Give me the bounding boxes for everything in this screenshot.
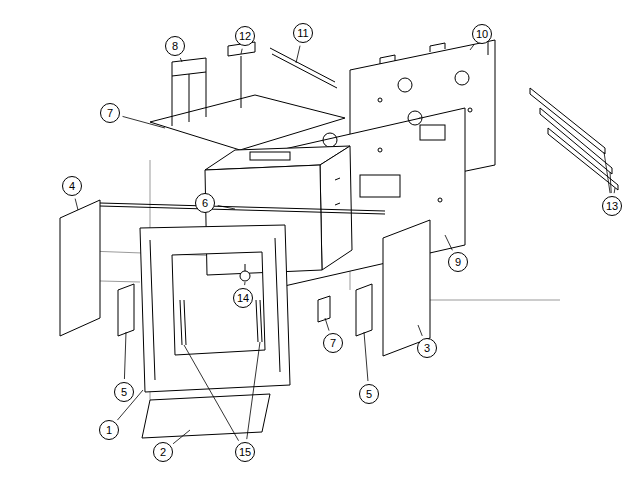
leader-line xyxy=(244,282,245,285)
oven-cavity xyxy=(335,203,340,205)
leader-line xyxy=(364,332,368,381)
callout-number: 7 xyxy=(100,103,120,123)
trim-strips xyxy=(548,128,618,190)
vent-cap xyxy=(241,56,242,108)
vent-duct xyxy=(172,58,206,126)
callout-number: 2 xyxy=(153,442,173,462)
rack-guides xyxy=(180,300,262,345)
callout-number: 5 xyxy=(114,382,134,402)
glass-plate xyxy=(142,394,270,438)
leader-line xyxy=(604,152,610,193)
back-panel xyxy=(468,108,472,112)
light-socket xyxy=(245,264,246,271)
rear-panel xyxy=(420,125,445,140)
vent-rod xyxy=(270,48,335,82)
trim-strips xyxy=(530,88,618,190)
vent-duct xyxy=(189,74,190,122)
callout-number: 9 xyxy=(448,252,468,272)
leader-line xyxy=(418,325,422,336)
light-socket xyxy=(240,271,250,281)
tie-rod xyxy=(100,206,385,214)
vent-duct xyxy=(206,72,207,117)
callout-number: 5 xyxy=(359,384,379,404)
vent-rod xyxy=(272,54,337,88)
leader-line xyxy=(173,430,190,444)
rear-panel xyxy=(378,148,382,152)
oven-cavity xyxy=(335,178,340,180)
construction-line xyxy=(430,300,560,301)
glass-plate xyxy=(142,394,270,438)
callout-number: 7 xyxy=(323,333,343,353)
leader-line xyxy=(247,342,260,439)
callout-number: 12 xyxy=(235,26,255,46)
left-side-panel xyxy=(60,200,100,336)
right-side-panel xyxy=(383,220,430,356)
leader-line xyxy=(123,116,165,128)
corner-brackets xyxy=(118,284,372,336)
rear-panel xyxy=(438,198,442,202)
back-panel xyxy=(378,98,382,102)
rack-guides xyxy=(180,300,182,345)
rear-panel xyxy=(360,175,400,197)
left-side-panel xyxy=(60,200,100,336)
top-panel xyxy=(150,95,345,150)
rack-guides xyxy=(256,300,258,342)
leader-line xyxy=(470,44,474,50)
vent-cap xyxy=(228,42,255,108)
leader-line xyxy=(445,235,452,250)
callout-number: 6 xyxy=(195,193,215,213)
leader-line xyxy=(325,318,329,331)
leader-line xyxy=(218,206,235,209)
callout-number: 4 xyxy=(62,176,82,196)
light-socket xyxy=(240,264,250,281)
leader-line xyxy=(184,345,239,441)
back-panel xyxy=(455,71,469,85)
back-panel xyxy=(488,42,489,55)
callout-number: 3 xyxy=(417,338,437,358)
right-side-panel xyxy=(383,220,430,356)
corner-brackets xyxy=(318,296,330,322)
leader-line xyxy=(180,58,182,62)
corner-brackets xyxy=(118,284,134,336)
tie-rod xyxy=(100,203,385,214)
callout-number: 14 xyxy=(233,288,253,308)
front-frame xyxy=(140,225,290,392)
callout-number: 8 xyxy=(165,36,185,56)
front-frame xyxy=(275,238,280,372)
leader-line xyxy=(75,199,78,210)
leader-line xyxy=(296,46,300,63)
callout-number: 11 xyxy=(293,23,313,43)
back-panel xyxy=(430,43,445,52)
leader-line xyxy=(614,188,616,193)
callout-number: 1 xyxy=(99,420,119,440)
rack-guides xyxy=(260,300,262,342)
callout-number: 10 xyxy=(472,24,492,44)
vent-rod xyxy=(270,48,337,88)
leader-line xyxy=(124,332,126,379)
oven-cavity xyxy=(250,152,290,160)
leader-line xyxy=(241,49,242,54)
callout-number: 13 xyxy=(602,196,622,216)
front-frame xyxy=(140,225,290,392)
vent-duct xyxy=(172,76,173,126)
leader-line xyxy=(610,172,611,193)
trim-strips xyxy=(540,108,612,174)
vent-duct xyxy=(172,58,206,76)
rack-guides xyxy=(184,300,186,345)
top-panel xyxy=(150,95,345,150)
front-frame xyxy=(150,240,155,380)
back-panel xyxy=(398,78,412,92)
callout-number: 15 xyxy=(235,442,255,462)
oven-cavity xyxy=(320,146,352,270)
rear-panel xyxy=(323,133,337,147)
rear-panel xyxy=(408,111,422,125)
corner-brackets xyxy=(356,284,372,336)
back-panel xyxy=(380,55,395,64)
